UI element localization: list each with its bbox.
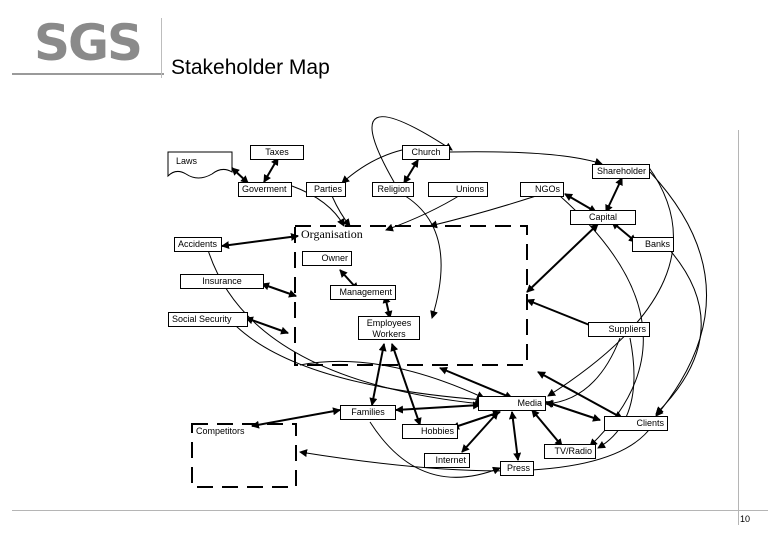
edge-shareholder-media <box>547 165 674 397</box>
edge-org-media <box>299 360 485 399</box>
edge-religion-top <box>371 116 453 183</box>
node-organisation: Organisation <box>301 227 363 241</box>
node-banks: Banks <box>632 237 674 252</box>
node-management: Management <box>330 285 396 300</box>
node-unions: Unions <box>428 182 488 197</box>
edge-media-tvradio <box>531 409 563 447</box>
node-employees: Employees Workers <box>358 316 420 340</box>
edge-social-media <box>235 325 485 404</box>
edge-media-internet <box>461 411 499 453</box>
node-ngos: NGOs <box>520 182 564 197</box>
logo-rule <box>12 73 164 75</box>
edge-church-shareholder <box>449 151 603 166</box>
node-tv-radio: TV/Radio <box>544 444 596 459</box>
edge-religion-unions <box>401 193 442 319</box>
edge-media-org <box>439 367 513 399</box>
edge-church-religion <box>403 159 419 184</box>
node-media: Media <box>478 396 546 411</box>
edge-insurance-org <box>261 282 297 298</box>
node-internet: Internet <box>424 453 470 468</box>
node-social-security: Social Security <box>168 312 248 327</box>
edge-employees-hobbies <box>390 343 422 426</box>
laws-shape <box>167 151 233 179</box>
node-taxes: Taxes <box>250 145 304 160</box>
edge-accidents-org <box>221 232 299 250</box>
node-government: Goverment <box>238 182 292 197</box>
edge-taxes-government <box>263 157 279 183</box>
edge-suppliers-tvradio <box>597 337 635 449</box>
page-number: 10 <box>740 514 751 524</box>
sgs-logo: SGS <box>34 14 143 72</box>
node-insurance: Insurance <box>180 274 264 289</box>
node-capital: Capital <box>570 210 636 225</box>
edge-laws-government <box>231 167 249 184</box>
edge-clients-competitors <box>299 425 653 472</box>
edge-ngos-org <box>429 195 537 229</box>
page-title: Stakeholder Map <box>171 56 330 79</box>
logo-divider <box>161 18 162 78</box>
edge-government-org <box>291 185 345 227</box>
edge-suppliers-media <box>545 337 621 408</box>
node-hobbies: Hobbies <box>402 424 458 439</box>
node-clients: Clients <box>604 416 668 431</box>
edge-media-clients <box>545 400 601 422</box>
edge-shareholder-capital <box>605 177 623 213</box>
edge-ngos-tvradio <box>559 195 644 447</box>
edge-church-parties <box>341 149 403 184</box>
edge-competitors-families <box>251 407 341 429</box>
node-laws: Laws <box>176 156 198 166</box>
node-competitors: Competitors <box>196 426 245 436</box>
edge-shareholder-clients <box>649 171 707 417</box>
edge-families-media <box>395 401 481 414</box>
node-families: Families <box>340 405 396 420</box>
node-accidents: Accidents <box>174 237 222 252</box>
edge-parties-org <box>331 195 351 227</box>
edge-media-hobbies <box>451 410 501 430</box>
workers-label: Workers <box>372 329 406 339</box>
edge-suppliers-org <box>526 298 598 330</box>
edge-families-press <box>369 421 501 478</box>
node-church: Church <box>402 145 450 160</box>
node-press: Press <box>500 461 534 476</box>
competitors-boundary <box>191 423 297 488</box>
bottom-divider <box>12 510 768 511</box>
edge-capital-org <box>526 223 599 293</box>
right-divider <box>738 130 739 525</box>
node-religion: Religion <box>372 182 414 197</box>
employees-label: Employees <box>366 318 412 328</box>
node-owner: Owner <box>302 251 352 266</box>
node-parties: Parties <box>306 182 346 197</box>
edge-clients-org <box>537 371 623 419</box>
edge-media-press <box>508 411 522 461</box>
edge-employees-families <box>369 343 387 406</box>
node-suppliers: Suppliers <box>588 322 650 337</box>
edge-banks-clients <box>655 247 702 415</box>
edge-unions-org <box>385 193 463 232</box>
node-shareholder: Shareholder <box>592 164 650 179</box>
edge-ngos-capital <box>564 193 597 213</box>
